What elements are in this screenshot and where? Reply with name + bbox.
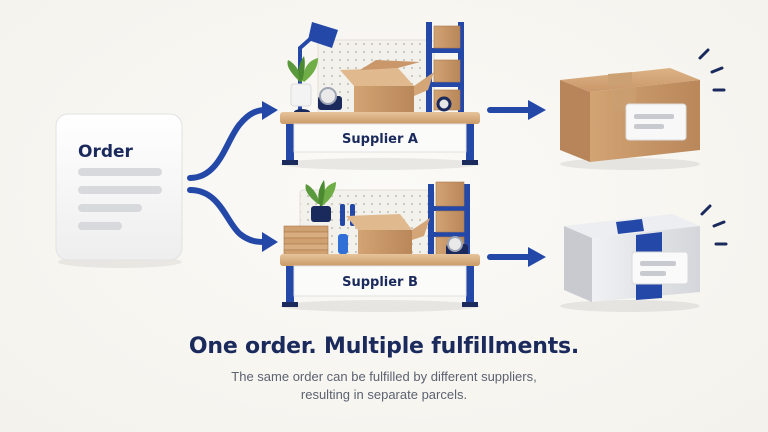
supplier-b-workstation: Supplier B xyxy=(280,180,480,312)
subtext: The same order can be fulfilled by diffe… xyxy=(0,368,768,404)
split-arrows xyxy=(187,101,278,252)
subtext-line-1: The same order can be fulfilled by diffe… xyxy=(231,369,537,384)
order-line-1 xyxy=(78,168,162,176)
arrow-head-parcel-b-icon xyxy=(528,247,546,267)
bottle-icon xyxy=(338,234,348,254)
desk-top-a xyxy=(280,112,480,124)
supplier-b-label: Supplier B xyxy=(342,275,418,290)
subtext-line-2: resulting in separate parcels. xyxy=(300,387,468,402)
parcel-a-label-sticker xyxy=(625,103,687,141)
desk-top-b xyxy=(280,254,480,266)
supplier-a-workstation: Supplier A xyxy=(280,22,480,170)
arrow-head-parcel-a-icon xyxy=(528,100,546,120)
headline: One order. Multiple fulfillments. xyxy=(188,334,580,359)
order-title: Order xyxy=(78,142,134,162)
tape-dispenser-icon xyxy=(318,87,342,110)
potted-plant-icon xyxy=(287,56,318,107)
arrow-head-a-icon xyxy=(262,101,278,120)
parcel-b xyxy=(560,204,728,312)
open-box-b-icon xyxy=(346,214,430,256)
order-card: Order xyxy=(55,113,183,268)
order-line-4 xyxy=(78,222,122,230)
output-arrows xyxy=(487,100,546,267)
supplier-a-label: Supplier A xyxy=(342,132,418,147)
open-box-a-icon xyxy=(340,60,434,112)
tape-dispenser-b-icon xyxy=(446,236,468,256)
supplier-a-panel xyxy=(293,123,467,153)
order-line-2 xyxy=(78,186,162,194)
parcel-b-label-sticker xyxy=(631,251,689,285)
arrow-to-supplier-b xyxy=(187,187,269,245)
flat-boxes-icon xyxy=(283,225,329,257)
parcel-a xyxy=(560,48,726,170)
arrow-to-supplier-a xyxy=(187,107,269,181)
order-line-3 xyxy=(78,204,142,212)
supplier-b-panel xyxy=(293,265,467,297)
potted-plant-b-icon xyxy=(305,180,336,222)
arrow-head-b-icon xyxy=(262,232,278,252)
